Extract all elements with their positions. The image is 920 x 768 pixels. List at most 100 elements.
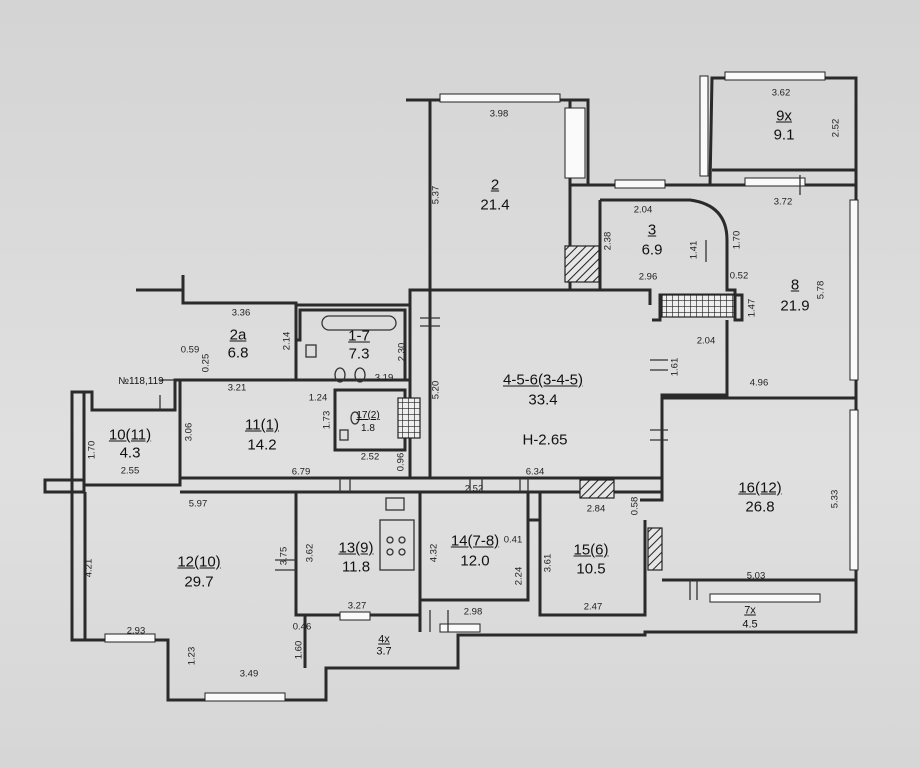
dimension-label: 5.20 — [430, 380, 442, 400]
dimension-label: 4.21 — [83, 558, 95, 578]
ventilation-shaft — [647, 527, 663, 571]
dimension-label: 3.19 — [374, 372, 394, 384]
room-area: 33.4 — [528, 391, 558, 409]
dimension-label: 3.62 — [771, 87, 791, 99]
room-number: 9х — [776, 107, 792, 125]
outer-wall-left-lower — [72, 378, 182, 487]
dimension-label: 5.37 — [430, 185, 442, 205]
dimension-label: 1.61 — [669, 357, 681, 377]
dimension-label: 1.60 — [293, 640, 305, 660]
dimension-label: 2.52 — [464, 483, 484, 495]
room-number: 11(1) — [245, 416, 279, 434]
window — [104, 633, 156, 643]
dimension-label: 1.70 — [86, 440, 98, 460]
window — [614, 179, 666, 189]
room-area: 6.8 — [227, 344, 249, 362]
window — [744, 177, 806, 187]
dimension-label: 0.52 — [729, 270, 749, 282]
room-number: 14(7-8) — [450, 532, 500, 550]
room-area: 29.7 — [184, 573, 214, 591]
dimension-label: 3.36 — [231, 307, 251, 319]
dimension-label: 0.46 — [292, 621, 312, 633]
dimension-label: 3.27 — [347, 600, 367, 612]
window — [849, 409, 859, 571]
dimension-label: 0.96 — [395, 452, 407, 472]
room-number: 3 — [647, 221, 657, 239]
grate-area — [397, 397, 421, 439]
dimension-label: 0.59 — [180, 344, 200, 356]
dimension-label: 0.41 — [503, 534, 523, 546]
room-number: 4-5-6(3-4-5) — [502, 371, 584, 389]
ventilation-shaft — [579, 479, 615, 499]
room-area: 14.2 — [247, 436, 277, 454]
dimension-label: 2.24 — [513, 566, 525, 586]
dimension-label: 5.33 — [829, 489, 841, 509]
dimension-label: 2.96 — [638, 271, 658, 283]
room-area: 3.7 — [376, 645, 392, 658]
room-number: 7х — [744, 604, 756, 617]
room-area: 10.5 — [576, 560, 606, 578]
dimension-label: 1.73 — [321, 410, 333, 430]
room-area: 4.3 — [119, 444, 141, 462]
outer-wall — [43, 76, 858, 702]
room-area: 26.8 — [745, 498, 775, 516]
dimension-label: 2.04 — [633, 204, 653, 216]
dimension-label: 2.84 — [586, 503, 606, 515]
room-number: 2а — [229, 326, 247, 344]
dimension-label: 2.55 — [120, 465, 140, 477]
dimension-label: 2.04 — [696, 335, 716, 347]
dimension-label: 3.62 — [304, 543, 316, 563]
dimension-label: 2.14 — [281, 331, 293, 351]
dimension-label: 1.24 — [308, 392, 328, 404]
sanitary-fixtures — [305, 315, 415, 571]
room-number: 17(2) — [356, 410, 380, 421]
dimension-label: 5.03 — [746, 570, 766, 582]
room-area: 12.0 — [460, 552, 490, 570]
building-note: №118,119 — [118, 376, 164, 387]
dimension-label: 3.98 — [489, 108, 509, 120]
window — [439, 623, 481, 633]
room-area: 11.8 — [341, 558, 371, 576]
room-number: 1-7 — [348, 327, 370, 345]
window — [439, 93, 561, 103]
dimension-label: 0.58 — [629, 496, 641, 516]
room-number: 2 — [490, 176, 500, 194]
window — [339, 611, 371, 621]
dimension-label: 3.75 — [278, 546, 290, 566]
window — [204, 692, 286, 702]
dimension-label: 3.72 — [773, 196, 793, 208]
window — [564, 107, 586, 179]
dimension-label: 6.79 — [291, 466, 311, 478]
room-number: 10(11) — [108, 426, 152, 444]
interior-walls — [83, 100, 856, 668]
grate-area — [661, 294, 735, 318]
window — [709, 593, 821, 603]
window — [699, 75, 709, 177]
dimension-label: 1.70 — [731, 230, 743, 250]
dimension-label: 2.98 — [463, 606, 483, 618]
room-area: 4.5 — [742, 618, 758, 631]
windows — [104, 71, 859, 702]
dimension-label: 1.23 — [186, 646, 198, 666]
room-number: 4х — [378, 633, 390, 646]
room-number: 8 — [790, 276, 800, 294]
dimension-label: 1.47 — [746, 298, 758, 318]
room-area: 9.1 — [773, 126, 795, 144]
dimension-label: 2.38 — [602, 231, 614, 251]
ceiling-height: Н-2.65 — [522, 431, 568, 449]
dimension-label: 2.30 — [396, 342, 408, 362]
dimension-label: 3.61 — [542, 553, 554, 573]
dimension-label: 5.97 — [188, 498, 208, 510]
dimension-label: 4.96 — [749, 377, 769, 389]
dimension-label: 5.78 — [815, 280, 827, 300]
dimension-label: 2.93 — [126, 625, 146, 637]
dimension-label: 2.52 — [360, 451, 380, 463]
dimension-label: 3.49 — [239, 668, 259, 680]
dimension-label: 4.32 — [428, 543, 440, 563]
dimension-label: 0.25 — [200, 353, 212, 373]
room-number: 13(9) — [338, 539, 374, 557]
ventilation-shaft — [564, 245, 600, 283]
room-area: 7.3 — [348, 345, 370, 363]
room-area: 1.8 — [361, 423, 375, 434]
